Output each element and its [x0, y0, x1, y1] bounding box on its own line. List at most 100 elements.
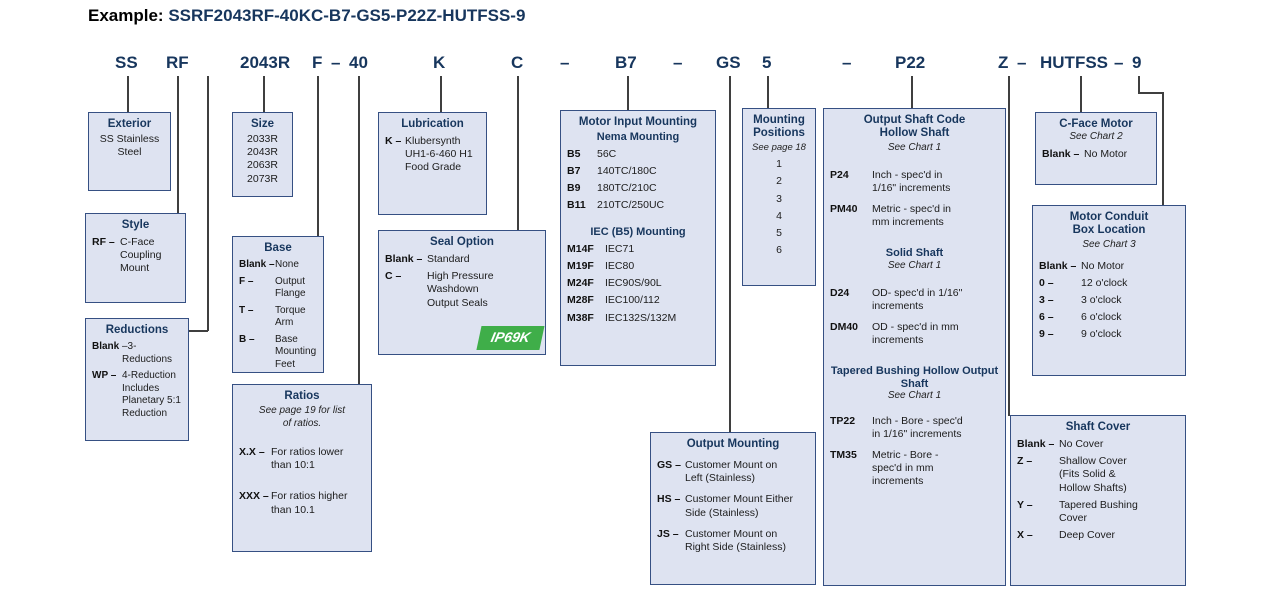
code-desc: OD - spec'd in mm increments	[872, 320, 959, 346]
code-row: TM35 Metric - Bore - spec'd in mm increm…	[830, 449, 999, 488]
code: RF –	[92, 236, 115, 249]
code-desc: 3 o'clock	[1081, 294, 1122, 307]
code: WP –	[92, 370, 117, 382]
mounting-positions-box: Mounting Positions See page 18 1 2 3 4 5…	[742, 108, 816, 286]
connector-line-conduit-a	[1138, 76, 1140, 93]
code-desc: 210TC/250UC	[597, 199, 665, 212]
code: 9 –	[1039, 328, 1054, 341]
code-row: 0 – 12 o'clock	[1039, 277, 1179, 290]
code: DM40	[830, 320, 859, 333]
code-row: B – Base Mounting Feet	[239, 334, 317, 372]
code: TP22	[830, 414, 856, 427]
code-desc: Customer Mount on Right Side (Stainless)	[685, 527, 786, 553]
code-desc: Metric - Bore - spec'd in mm increments	[872, 449, 939, 488]
connector-line-ratios	[358, 76, 360, 384]
code-row: M28F IEC100/112	[567, 294, 709, 307]
code-desc: Tapered Bushing Cover	[1059, 498, 1138, 524]
code-row: 3 – 3 o'clock	[1039, 294, 1179, 307]
code-row: B9 180TC/210C	[567, 182, 709, 195]
code-desc: Metric - spec'd in mm increments	[872, 203, 952, 229]
code-row: PM40 Metric - spec'd in mm increments	[830, 203, 999, 229]
code-desc: 4-Reduction Includes Planetary 5:1 Reduc…	[122, 370, 181, 419]
code-row: M19F IEC80	[567, 260, 709, 273]
code-row: Z – Shallow Cover (Fits Solid & Hollow S…	[1017, 455, 1179, 494]
code: B –	[239, 333, 255, 345]
reductions-title: Reductions	[105, 324, 169, 336]
ip69k-badge: IP69K	[476, 325, 545, 349]
position-number: 1	[776, 158, 782, 171]
page-title: Example: SSRF2043RF-40KC-B7-GS5-P22Z-HUT…	[88, 6, 525, 26]
code-desc: Customer Mount Either Side (Stainless)	[685, 493, 793, 519]
header-dash-1: –	[331, 53, 341, 72]
lubrication-title: Lubrication	[401, 118, 464, 130]
output-shaft-title-line2: Hollow Shaft	[879, 127, 950, 140]
size-item: 2063R	[247, 159, 278, 172]
size-item: 2073R	[247, 172, 278, 185]
code-desc: Inch - spec'd in 1/16" increments	[872, 168, 951, 195]
header-segment-z: Z	[998, 53, 1009, 72]
connector-line-conduit-c	[1162, 92, 1164, 205]
code-desc: 6 o'clock	[1081, 311, 1122, 324]
code-row: Blank – Standard	[385, 253, 539, 266]
code-row: 9 – 9 o'clock	[1039, 328, 1179, 341]
exterior-title: Exterior	[107, 118, 152, 130]
code: Blank –	[239, 259, 275, 271]
hollow-shaft-note: See Chart 1	[887, 142, 942, 154]
code: C –	[385, 270, 402, 283]
motor-conduit-box: Motor Conduit Box Location See Chart 3 B…	[1032, 205, 1186, 376]
code-desc: IEC71	[605, 243, 635, 255]
shaft-cover-title: Shaft Cover	[1065, 421, 1131, 433]
cface-motor-note: See Chart 2	[1069, 131, 1123, 143]
code-row: D24 OD- spec'd in 1/16" increments	[830, 287, 999, 313]
shaft-cover-box: Shaft Cover Blank – No Cover Z – Shallow…	[1010, 415, 1186, 586]
example-model-code: SSRF2043RF-40KC-B7-GS5-P22Z-HUTFSS-9	[168, 6, 526, 25]
nema-heading: Nema Mounting	[596, 131, 680, 144]
code-row: Blank –3-Reductions	[92, 341, 182, 366]
header-segment-9: 9	[1132, 53, 1142, 72]
code: M24F	[567, 277, 594, 290]
seal-option-box: Seal Option Blank – Standard C – High Pr…	[378, 230, 546, 355]
code-row: DM40 OD - spec'd in mm increments	[830, 321, 999, 347]
code-desc: Output Flange	[275, 275, 306, 300]
output-shaft-title-line1: Output Shaft Code	[863, 114, 966, 126]
header-segment-gs: GS	[716, 53, 741, 72]
code: GS –	[657, 459, 681, 472]
code: X –	[1017, 528, 1033, 541]
position-number: 5	[776, 226, 782, 239]
connector-line-output-shaft	[911, 76, 913, 108]
code: D24	[830, 286, 850, 299]
header-segment-2043r: 2043R	[240, 53, 291, 72]
code-desc: For ratios lower than 10:1	[271, 446, 344, 472]
code-row: X – Deep Cover	[1017, 529, 1179, 542]
motor-conduit-note: See Chart 3	[1082, 239, 1136, 251]
header-dash-6: –	[1114, 53, 1124, 72]
tapered-bushing-note: See Chart 1	[887, 390, 942, 402]
code-row: Blank – No Cover	[1017, 438, 1179, 451]
code-row: M24F IEC90S/90L	[567, 277, 709, 290]
code-desc: Customer Mount on Left (Stainless)	[685, 459, 778, 485]
code: B7	[567, 164, 581, 177]
header-segment-5: 5	[762, 53, 772, 72]
code: B5	[567, 147, 581, 160]
code: B11	[567, 199, 586, 212]
code-desc: 12 o'clock	[1081, 277, 1128, 290]
code-row: Blank – No Motor	[1042, 148, 1150, 161]
mounting-positions-note: See page 18	[752, 142, 806, 154]
code-desc: Shallow Cover (Fits Solid & Hollow Shaft…	[1059, 455, 1127, 494]
code: Blank –	[1017, 438, 1055, 451]
header-dash-2: –	[560, 53, 570, 72]
connector-line-motor-input	[627, 76, 629, 110]
code: M38F	[567, 311, 594, 324]
header-segment-c: C	[511, 53, 524, 72]
code-row: X.X – For ratios lower than 10:1	[239, 446, 365, 472]
code-row: XXX – For ratios higher than 10.1	[239, 490, 365, 516]
solid-shaft-heading: Solid Shaft	[885, 247, 944, 260]
connector-line-seal	[517, 76, 519, 230]
header-dash-3: –	[673, 53, 683, 72]
solid-shaft-note: See Chart 1	[887, 260, 942, 272]
position-number: 6	[776, 243, 782, 256]
motor-conduit-title: Motor Conduit Box Location	[1069, 211, 1149, 237]
exterior-box: Exterior SS Stainless Steel	[88, 112, 171, 191]
code-desc: Inch - Bore - spec'd in 1/16" increments	[872, 414, 963, 440]
